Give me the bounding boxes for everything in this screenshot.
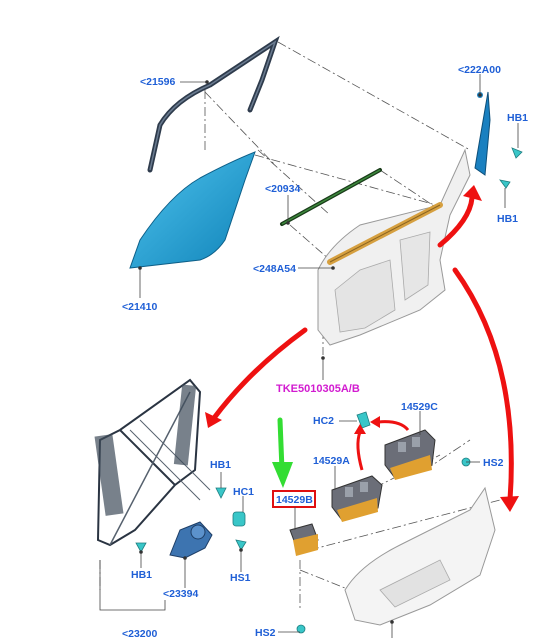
clips-regulator [135,487,247,553]
label-hs2-right: HS2 [483,457,504,469]
door-glass [129,151,256,269]
glass-run-channel [147,35,280,173]
label-hb1-bottom: HB1 [131,569,152,581]
window-motor [169,521,213,559]
label-hs2-bottom: HS2 [255,627,276,638]
label-23200: <23200 [122,628,157,638]
highlight-box [272,490,316,508]
label-14529C: 14529C [401,401,438,413]
label-20934: <20934 [265,183,300,195]
label-14529B: 14529B [276,494,313,506]
label-hb1-regulator: HB1 [210,459,231,471]
label-21410: <21410 [122,301,157,313]
leader-dots [138,80,482,624]
switch-14529A [331,475,383,522]
belt-weatherstrip [280,168,382,226]
label-248A54: <248A54 [253,263,296,275]
label-23394: <23394 [163,588,198,600]
label-tke5010305: TKE5010305A/B [276,383,360,395]
clip-hb1-upper [499,147,523,189]
label-hc2: HC2 [313,415,334,427]
switch-14529C [384,429,436,480]
label-14529A: 14529A [313,455,350,467]
door-shell [317,148,471,346]
label-hb1-lower: HB1 [497,213,518,225]
window-regulator [94,378,211,547]
label-21596: <21596 [140,76,175,88]
switch-14529B [289,523,319,556]
label-222A00: <222A00 [458,64,501,76]
clip-hc2 [356,411,371,429]
label-hc1: HC1 [233,486,254,498]
b-pillar-trim [474,91,491,176]
label-hb1-upper: HB1 [507,112,528,124]
door-trim-panel [344,486,496,626]
red-arrows [205,185,519,512]
green-arrow [272,417,293,488]
label-hs1: HS1 [230,572,251,584]
leader-lines [99,74,519,638]
